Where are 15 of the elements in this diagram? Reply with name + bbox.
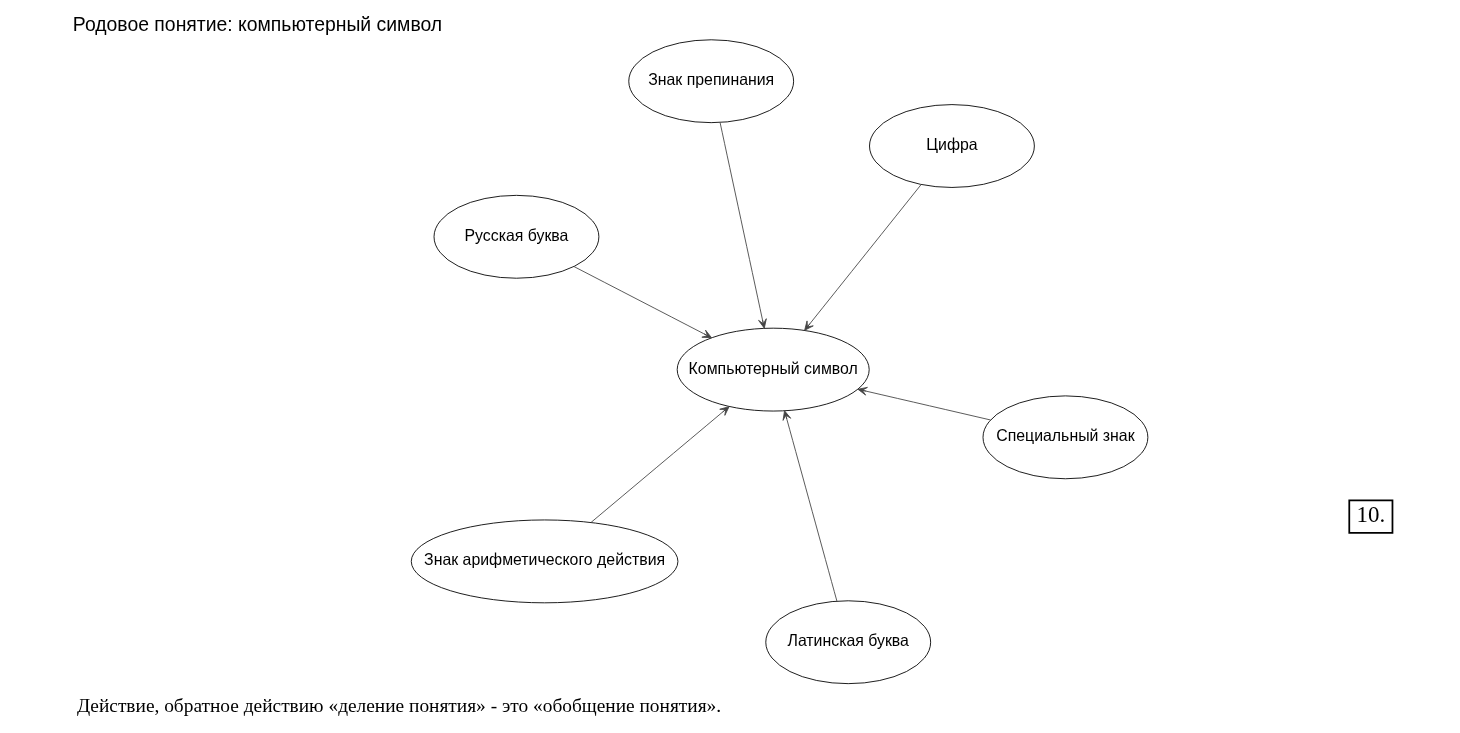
- node-ellipse: Знак препинания: [628, 39, 795, 124]
- label: 10.: [1356, 502, 1386, 528]
- arrow: [573, 266, 712, 339]
- node-ellipse: Латинская буква: [765, 600, 932, 685]
- arrow: [719, 122, 767, 329]
- node-ellipse: Русская буква: [433, 194, 600, 279]
- arrow: [857, 386, 991, 421]
- arrow: [590, 406, 730, 523]
- caption: Действие, обратное действию «деление понятия» - это «обобщение понятия».: [76, 695, 722, 717]
- node-ellipse: Специальный знак: [982, 395, 1149, 480]
- diagram-title: Родовое понятие: компьютерный символ: [72, 12, 443, 35]
- arrow: [782, 410, 838, 602]
- node-ellipse: Знак арифметического действия: [410, 519, 679, 604]
- arrow: [804, 184, 922, 331]
- node-ellipse: Цифра: [869, 104, 1035, 188]
